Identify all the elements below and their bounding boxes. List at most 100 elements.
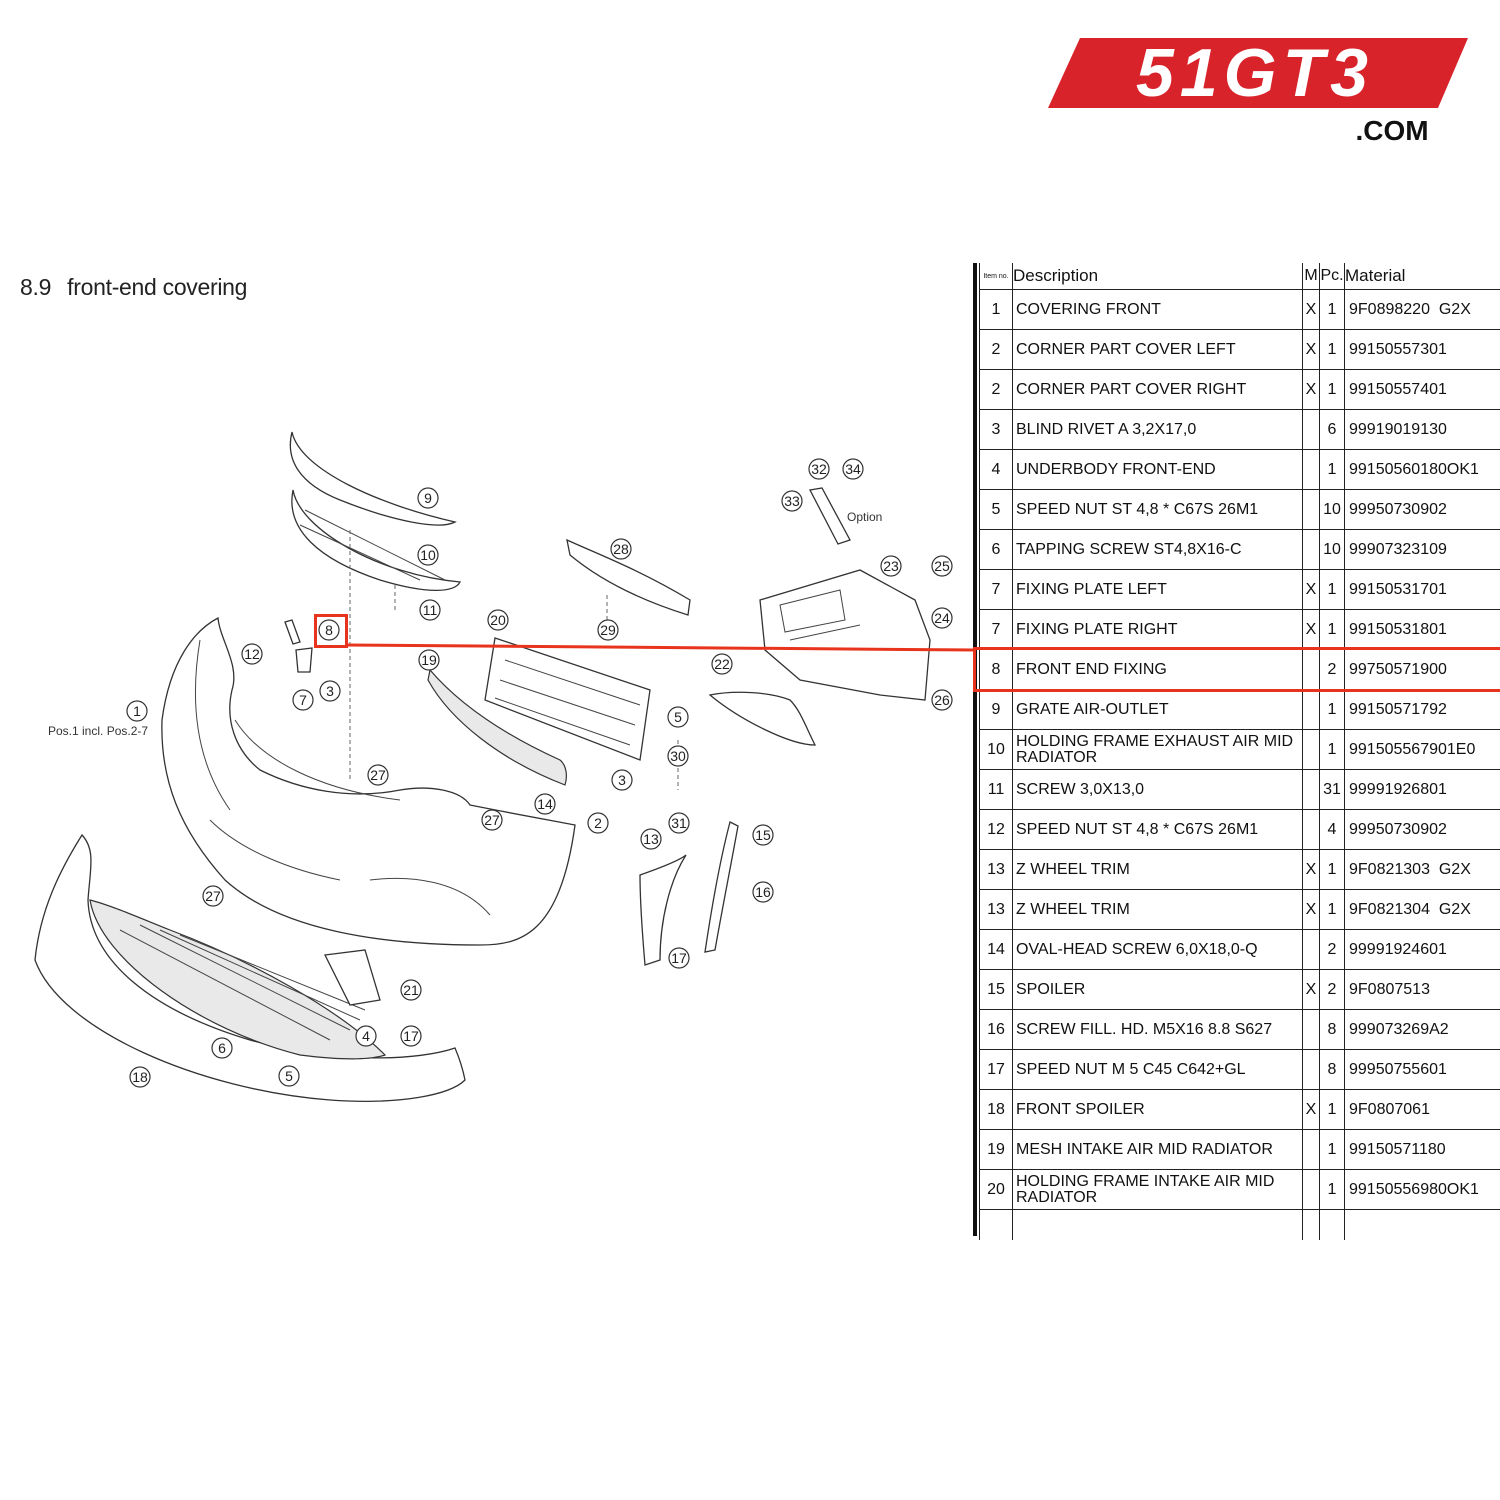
callout-1[interactable]: 1	[126, 700, 148, 722]
row-description: COVERING FRONT	[1012, 289, 1303, 330]
row-description: SPOILER	[1012, 969, 1303, 1010]
svg-text:5: 5	[674, 709, 682, 725]
row-material: 99950755601	[1344, 1049, 1500, 1090]
callout-28[interactable]: 28	[610, 538, 632, 560]
callout-21[interactable]: 21	[400, 979, 422, 1001]
callout-30[interactable]: 30	[667, 745, 689, 767]
callout-27b[interactable]: 27	[481, 809, 503, 831]
row-description: SPEED NUT ST 4,8 * C67S 26M1	[1012, 809, 1303, 850]
row-m-flag	[1302, 809, 1320, 850]
part-underbody	[89, 899, 387, 1060]
brand-logo[interactable]: 51GT3 .COM	[1040, 30, 1480, 155]
logo-suffix: .COM	[1355, 115, 1428, 146]
callout-6[interactable]: 6	[211, 1037, 233, 1059]
callout-4[interactable]: 4	[355, 1025, 377, 1047]
row-material: 99150571180	[1344, 1129, 1500, 1170]
callout-3a[interactable]: 3	[319, 680, 341, 702]
svg-text:25: 25	[934, 558, 950, 574]
row-item-no: 15	[979, 969, 1013, 1010]
callout-14[interactable]: 14	[534, 793, 556, 815]
callout-33[interactable]: 33	[781, 490, 803, 512]
callout-23[interactable]: 23	[880, 555, 902, 577]
row-material: 99150571792	[1344, 689, 1500, 730]
callout-7[interactable]: 7	[292, 689, 314, 711]
row-description: CORNER PART COVER LEFT	[1012, 329, 1303, 370]
svg-text:30: 30	[670, 748, 686, 764]
row-description: SCREW 3,0X13,0	[1012, 769, 1303, 810]
callout-26[interactable]: 26	[931, 689, 953, 711]
row-material: 99150557401	[1344, 369, 1500, 410]
callout-24[interactable]: 24	[931, 607, 953, 629]
callout-29[interactable]: 29	[597, 619, 619, 641]
header-m: M	[1302, 263, 1320, 290]
callout-15[interactable]: 15	[752, 824, 774, 846]
table-header-row: Item no. Description M Pc. Material	[979, 263, 1500, 290]
callout-18[interactable]: 18	[129, 1066, 151, 1088]
row-material: 99919019130	[1344, 409, 1500, 450]
part-fixing-plate	[295, 647, 313, 673]
callout-17b[interactable]: 17	[400, 1025, 422, 1047]
callout-27a[interactable]: 27	[367, 764, 389, 786]
callout-25[interactable]: 25	[931, 555, 953, 577]
callout-16[interactable]: 16	[752, 881, 774, 903]
callout-2[interactable]: 2	[587, 812, 609, 834]
callout-13[interactable]: 13	[640, 828, 662, 850]
row-item-no: 9	[979, 689, 1013, 730]
svg-text:33: 33	[784, 493, 800, 509]
part-mesh-intake	[427, 668, 567, 786]
callout-11[interactable]: 11	[419, 599, 441, 621]
row-pieces: 31	[1319, 769, 1345, 810]
row-m-flag: X	[1302, 849, 1320, 890]
row-m-flag	[1302, 689, 1320, 730]
row-pieces: 1	[1319, 1089, 1345, 1130]
callout-9[interactable]: 9	[417, 487, 439, 509]
row-m-flag	[1302, 449, 1320, 490]
header-description: Description	[1012, 263, 1303, 290]
callout-3b[interactable]: 3	[611, 769, 633, 791]
callout-17a[interactable]: 17	[668, 947, 690, 969]
row-description: FRONT SPOILER	[1012, 1089, 1303, 1130]
callout-27c[interactable]: 27	[202, 885, 224, 907]
callout-32[interactable]: 32	[808, 458, 830, 480]
row-item-no: 2	[979, 329, 1013, 370]
callout-19[interactable]: 19	[418, 649, 440, 671]
row-material: 9F0821303 G2X	[1344, 849, 1500, 890]
callout-22[interactable]: 22	[711, 653, 733, 675]
callout-20[interactable]: 20	[487, 609, 509, 631]
svg-text:19: 19	[421, 652, 437, 668]
row-m-flag: X	[1302, 289, 1320, 330]
callout-10[interactable]: 10	[417, 544, 439, 566]
callout-8[interactable]: 8	[318, 619, 340, 641]
callout-34[interactable]: 34	[842, 458, 864, 480]
callout-5b[interactable]: 5	[278, 1065, 300, 1087]
svg-text:15: 15	[755, 827, 771, 843]
callout-31[interactable]: 31	[668, 812, 690, 834]
row-item-no: 13	[979, 889, 1013, 930]
callout-12[interactable]: 12	[241, 643, 263, 665]
callout-5a[interactable]: 5	[667, 706, 689, 728]
